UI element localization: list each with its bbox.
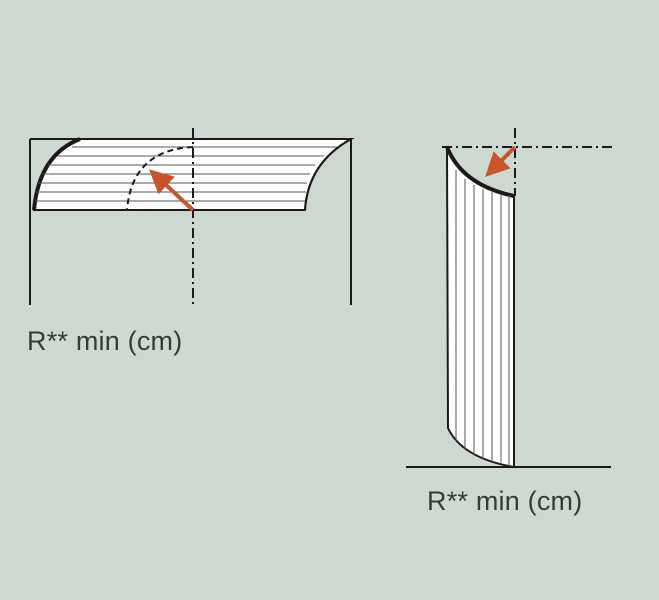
vertical-radius-arrow <box>485 145 517 177</box>
horizontal-radius-arrow <box>149 169 195 212</box>
vertical-slat-lines <box>455 170 510 466</box>
vertical-radius-caption: R** min (cm) <box>427 486 583 516</box>
horizontal-figure <box>29 128 355 305</box>
vertical-figure <box>406 128 612 469</box>
horizontal-radius-caption: R** min (cm) <box>27 326 183 356</box>
horizontal-radius-arc <box>126 146 194 211</box>
vertical-curved-slat <box>445 146 515 469</box>
